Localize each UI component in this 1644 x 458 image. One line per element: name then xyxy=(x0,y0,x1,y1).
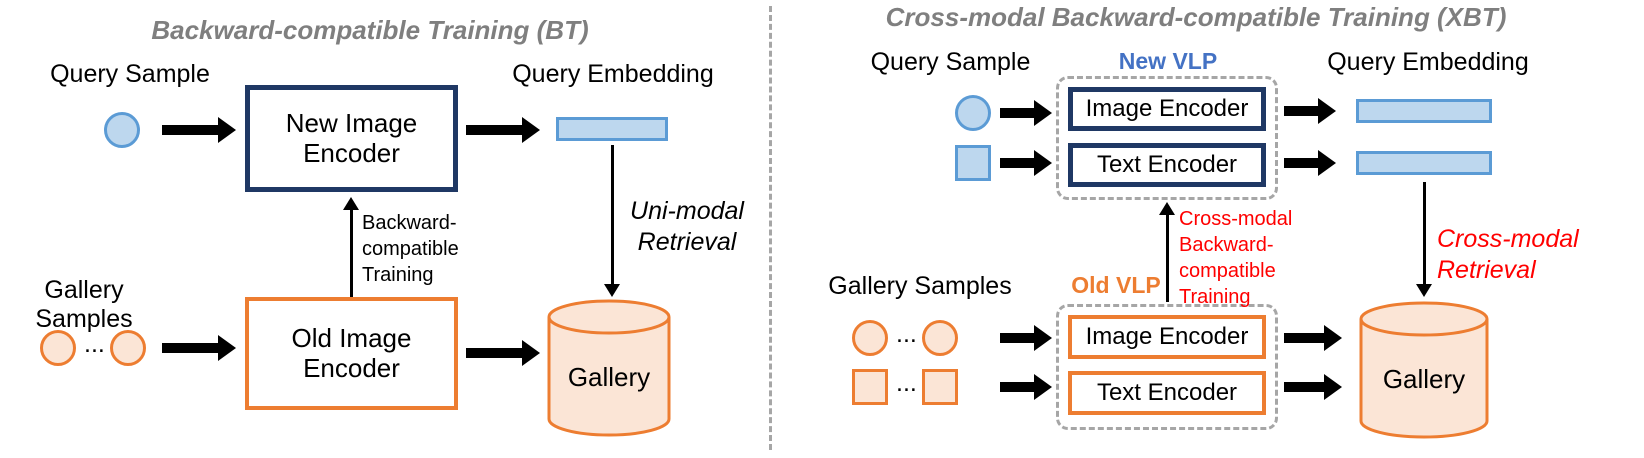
bt-backward-compatible-arrow xyxy=(341,197,361,297)
xbt-cross-modal-bct-label: Cross-modal Backward- compatible Trainin… xyxy=(1179,208,1293,308)
xbt-arrow-new-vlp-to-embedding-2 xyxy=(1284,150,1336,176)
xbt-query-sample-label: Query Sample xyxy=(870,48,1031,76)
xbt-arrow-query-text-to-new-vlp xyxy=(1000,150,1052,176)
xbt-gallery-cylinder xyxy=(1359,301,1489,439)
xbt-new-text-encoder-box: Text Encoder xyxy=(1068,143,1266,187)
bt-query-image-sample-shape xyxy=(104,112,140,148)
xbt-old-vlp-container xyxy=(1056,304,1278,430)
xbt-arrow-gallery-text-to-old-vlp xyxy=(1000,374,1052,400)
bt-gallery-sample-1-shape xyxy=(40,330,76,366)
bt-arrow-old-encoder-to-gallery xyxy=(466,340,540,366)
xbt-cross-modal-retrieval-label: Cross-modal Retrieval xyxy=(1437,225,1579,285)
bt-query-embedding-label: Query Embedding xyxy=(512,60,714,88)
xbt-gallery-text-sample-2-shape xyxy=(922,369,958,405)
xbt-gallery-label: Gallery xyxy=(1382,364,1466,394)
xbt-gallery-text-sample-1-shape xyxy=(852,369,888,405)
xbt-query-embedding-vector-1 xyxy=(1356,99,1492,123)
bt-query-embedding-vector xyxy=(556,117,668,141)
bt-gallery-sample-2-shape xyxy=(110,330,146,366)
xbt-arrow-query-image-to-new-vlp xyxy=(1000,100,1052,126)
bt-backward-compatible-label: Backward- compatible Training xyxy=(362,212,459,286)
bt-query-sample-label: Query Sample xyxy=(50,60,210,88)
xbt-query-image-sample-shape xyxy=(955,95,991,131)
xbt-new-image-encoder-box: Image Encoder xyxy=(1068,87,1266,131)
xbt-arrow-old-vlp-text-to-gallery xyxy=(1284,374,1342,400)
xbt-gallery-image-dots: ... xyxy=(896,320,917,348)
xbt-new-vlp-container xyxy=(1056,76,1278,200)
bt-old-image-encoder-box: Old Image Encoder xyxy=(245,297,458,410)
xbt-arrow-new-vlp-to-embedding-1 xyxy=(1284,98,1336,124)
xbt-gallery-image-sample-1-shape xyxy=(852,320,888,356)
bt-arrow-gallery-to-old-encoder xyxy=(162,335,236,361)
xbt-cross-modal-retrieval-arrow xyxy=(1414,182,1434,297)
bt-gallery-label: Gallery xyxy=(567,362,651,392)
xbt-query-embedding-vector-2 xyxy=(1356,151,1492,175)
xbt-cross-modal-bct-arrow xyxy=(1157,202,1177,302)
xbt-gallery-samples-label: Gallery Samples xyxy=(828,272,1012,300)
xbt-old-vlp-label: Old VLP xyxy=(1071,272,1161,298)
xbt-old-text-encoder-box: Text Encoder xyxy=(1068,371,1266,415)
bt-new-image-encoder-box: New Image Encoder xyxy=(245,85,458,192)
xbt-gallery-text-dots: ... xyxy=(896,369,917,397)
bt-gallery-samples-label: Gallery Samples xyxy=(35,276,133,333)
bt-gallery-dots: ... xyxy=(84,330,105,358)
xbt-panel-title: Cross-modal Backward-compatible Training… xyxy=(885,2,1507,32)
xbt-query-embedding-label: Query Embedding xyxy=(1327,48,1529,76)
xbt-arrow-gallery-image-to-old-vlp xyxy=(1000,325,1052,351)
xbt-arrow-old-vlp-image-to-gallery xyxy=(1284,325,1342,351)
panel-divider xyxy=(769,6,772,450)
bt-uni-modal-retrieval-label: Uni-modal Retrieval xyxy=(630,197,744,257)
xbt-gallery-image-sample-2-shape xyxy=(922,320,958,356)
bt-gallery-cylinder xyxy=(547,299,671,437)
xbt-new-vlp-label: New VLP xyxy=(1118,48,1218,74)
bt-uni-modal-retrieval-arrow xyxy=(602,145,622,297)
xbt-old-image-encoder-box: Image Encoder xyxy=(1068,315,1266,359)
bt-arrow-new-encoder-to-embedding xyxy=(466,117,540,143)
bt-arrow-query-to-new-encoder xyxy=(162,117,236,143)
xbt-query-text-sample-shape xyxy=(955,145,991,181)
bt-panel-title: Backward-compatible Training (BT) xyxy=(151,15,589,45)
